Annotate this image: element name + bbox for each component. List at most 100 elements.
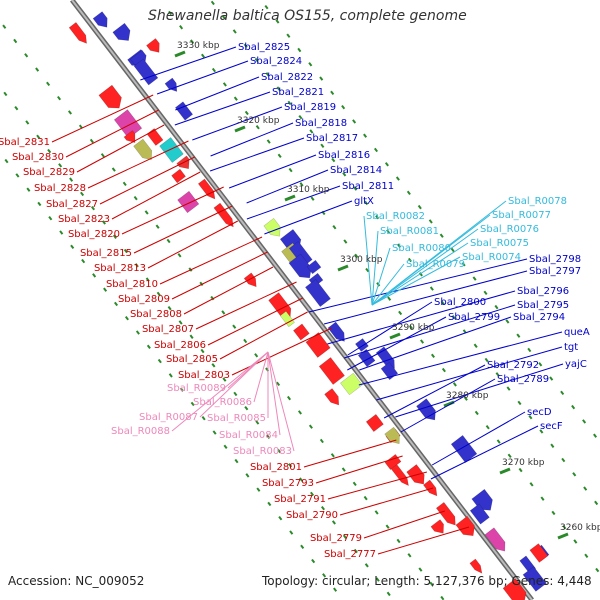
gene-feature	[324, 388, 340, 406]
tick-mark	[595, 567, 600, 573]
tick-mark	[310, 196, 315, 201]
leader-line	[99, 156, 195, 205]
tick-mark	[538, 362, 543, 367]
tick-mark	[560, 390, 565, 396]
tick-mark	[300, 544, 305, 549]
tick-mark	[352, 481, 357, 487]
gene-label: Sbal_2791	[274, 494, 326, 505]
tick-mark	[47, 148, 52, 154]
tick-mark	[375, 577, 380, 582]
gene-label: Sbal_2816	[318, 150, 370, 161]
tick-mark	[200, 53, 206, 59]
leader-line	[377, 526, 470, 555]
tick-mark	[255, 125, 260, 130]
tick-mark	[245, 473, 250, 478]
leader-line	[359, 316, 512, 371]
tick-mark	[155, 224, 160, 229]
gene-label: Sbal_2790	[286, 510, 338, 521]
leader-line	[192, 106, 283, 141]
tick-mark	[70, 244, 75, 250]
gene-label: Sbal_2824	[250, 56, 302, 67]
tick-mark	[234, 458, 239, 464]
leader-line	[199, 351, 269, 418]
gene-arrow	[98, 84, 122, 109]
gene-feature	[390, 464, 409, 487]
gene-label: Sbal_R0079	[406, 259, 465, 270]
tick-mark	[46, 81, 51, 87]
gene-feature	[384, 426, 400, 445]
gene-label: Sbal_2818	[295, 118, 347, 129]
gene-feature	[197, 178, 216, 200]
gene-arrow	[243, 272, 257, 288]
gene-label: Sbal_2821	[272, 87, 324, 98]
leader-line	[339, 487, 434, 516]
leader-line	[65, 109, 159, 158]
gene-label: Sbal_2817	[306, 133, 358, 144]
gene-label: Sbal_2828	[34, 183, 86, 194]
leader-line	[323, 270, 528, 325]
gene-label: Sbal_2799	[448, 312, 500, 323]
gene-feature	[435, 501, 456, 526]
gene-label: tgt	[564, 342, 578, 353]
tick-mark	[373, 147, 379, 153]
gene-label: secF	[540, 421, 563, 432]
tick-mark	[518, 467, 523, 473]
gene-block	[306, 259, 322, 275]
tick-mark	[354, 253, 359, 259]
gene-feature	[293, 323, 310, 341]
gene-label: Sbal_2823	[58, 214, 110, 225]
tick-mark	[223, 444, 228, 449]
gene-block	[146, 128, 164, 146]
tick-mark	[333, 587, 338, 592]
tick-mark	[331, 157, 336, 163]
gene-arrow	[112, 22, 131, 41]
tick-mark	[156, 291, 161, 297]
tick-mark	[69, 177, 74, 182]
tick-mark	[582, 419, 587, 424]
tick-mark	[243, 338, 248, 344]
gene-feature	[416, 398, 436, 421]
gene-feature	[279, 310, 295, 328]
gene-block	[305, 332, 331, 358]
kbp-tick	[337, 264, 349, 272]
tick-mark	[594, 500, 599, 506]
tick-mark	[157, 358, 162, 364]
tick-mark	[81, 258, 86, 264]
tick-mark	[275, 19, 280, 24]
tick-mark	[179, 25, 184, 30]
leader-line	[183, 266, 274, 315]
gene-label: Sbal_2794	[513, 312, 565, 323]
tick-mark	[166, 238, 171, 244]
tick-mark	[496, 439, 501, 444]
tick-mark	[266, 139, 271, 144]
gene-label: Sbal_2789	[497, 374, 549, 385]
tick-mark	[409, 325, 414, 330]
gene-label: Sbal_2779	[310, 533, 362, 544]
tick-mark	[332, 225, 337, 230]
tick-mark	[341, 467, 346, 472]
tick-mark	[212, 430, 217, 435]
gene-feature	[112, 22, 131, 41]
gene-label: Sbal_2803	[178, 370, 230, 381]
tick-mark	[384, 162, 389, 167]
leader-line	[363, 215, 373, 306]
gene-arrow	[197, 178, 216, 200]
tick-mark	[418, 272, 423, 277]
kbp-label: 3260 kbp	[560, 523, 600, 533]
leader-line	[343, 304, 516, 359]
leader-line	[430, 425, 539, 480]
tick-mark	[67, 110, 72, 115]
gene-block	[340, 372, 363, 396]
gene-block	[133, 58, 159, 86]
leader-line	[111, 171, 201, 220]
tick-mark	[507, 453, 512, 458]
tick-mark	[527, 347, 532, 353]
tick-mark	[37, 201, 42, 207]
tick-mark	[343, 239, 348, 244]
gene-feature	[263, 218, 281, 237]
gene-block	[365, 414, 384, 432]
tick-mark	[420, 339, 425, 344]
tick-mark	[583, 486, 588, 491]
